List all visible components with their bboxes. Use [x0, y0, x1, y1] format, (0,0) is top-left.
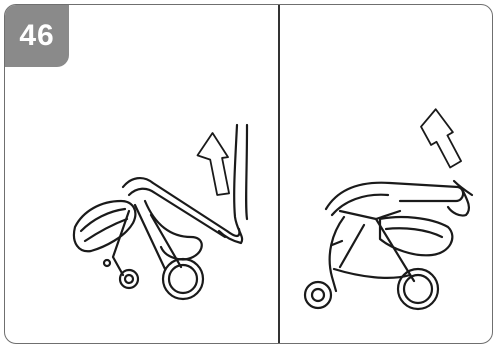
front-wheel [305, 282, 331, 308]
stroller-frame [330, 217, 344, 291]
hand-icon [448, 189, 469, 216]
left-panel-illustration [5, 5, 277, 344]
instruction-frame: 46 [4, 4, 493, 344]
right-panel-illustration [280, 5, 493, 344]
front-wheel [120, 270, 138, 288]
stroller-canopy [326, 183, 463, 209]
lift-arrow-icon [418, 106, 462, 171]
stroller-canopy [74, 201, 135, 251]
lift-arrow-icon [195, 131, 233, 197]
